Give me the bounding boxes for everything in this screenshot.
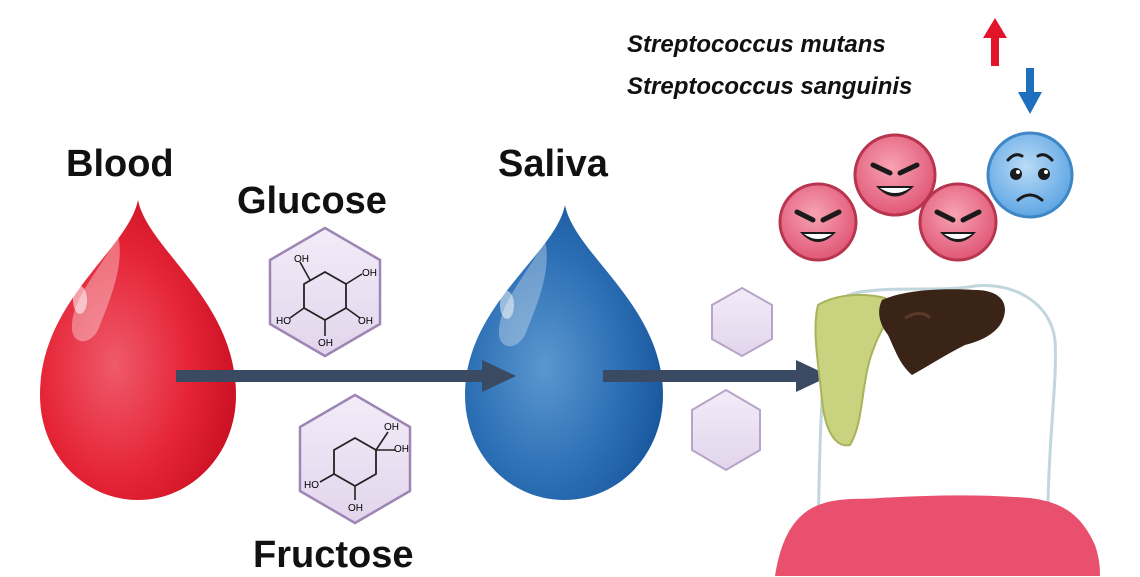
fructose-molecule: OH OH HO OH [298,393,412,525]
bacterium-harmful-left [778,182,858,262]
decrease-arrow-icon [1018,68,1042,114]
glucose-oh-2: OH [362,268,377,279]
bacterium-beneficial [986,131,1074,219]
glucose-molecule: OH OH HO OH OH [268,226,382,358]
fructose-oh-4: OH [348,503,363,514]
blood-drop [40,200,236,500]
glucose-oh-3: HO [276,316,291,327]
glucose-oh-1: OH [294,254,309,265]
fructose-oh-2: OH [394,444,409,455]
gum [775,495,1100,576]
arrow-blood-to-saliva [176,360,516,392]
glucose-oh-4: OH [318,338,333,349]
label-species-increased: Streptococcus mutans [627,31,886,58]
increase-arrow-icon [983,18,1007,66]
bacterium-harmful-right [918,182,998,262]
label-fructose: Fructose [253,534,414,576]
glucose-oh-5: OH [358,316,373,327]
plaque-deposit [814,293,890,447]
sugar-hexagon-upper [711,286,773,358]
tooth-decay [879,289,1005,375]
bacterium-harmful-top [853,133,937,217]
label-saliva: Saliva [498,143,608,185]
label-blood: Blood [66,143,174,185]
fructose-oh-1: OH [384,422,399,433]
sugar-hexagon-lower [691,388,761,472]
fructose-oh-3: HO [304,480,319,491]
label-species-decreased: Streptococcus sanguinis [627,73,913,100]
saliva-drop [465,205,663,500]
arrow-saliva-to-tooth [603,360,830,392]
label-glucose: Glucose [237,180,387,222]
